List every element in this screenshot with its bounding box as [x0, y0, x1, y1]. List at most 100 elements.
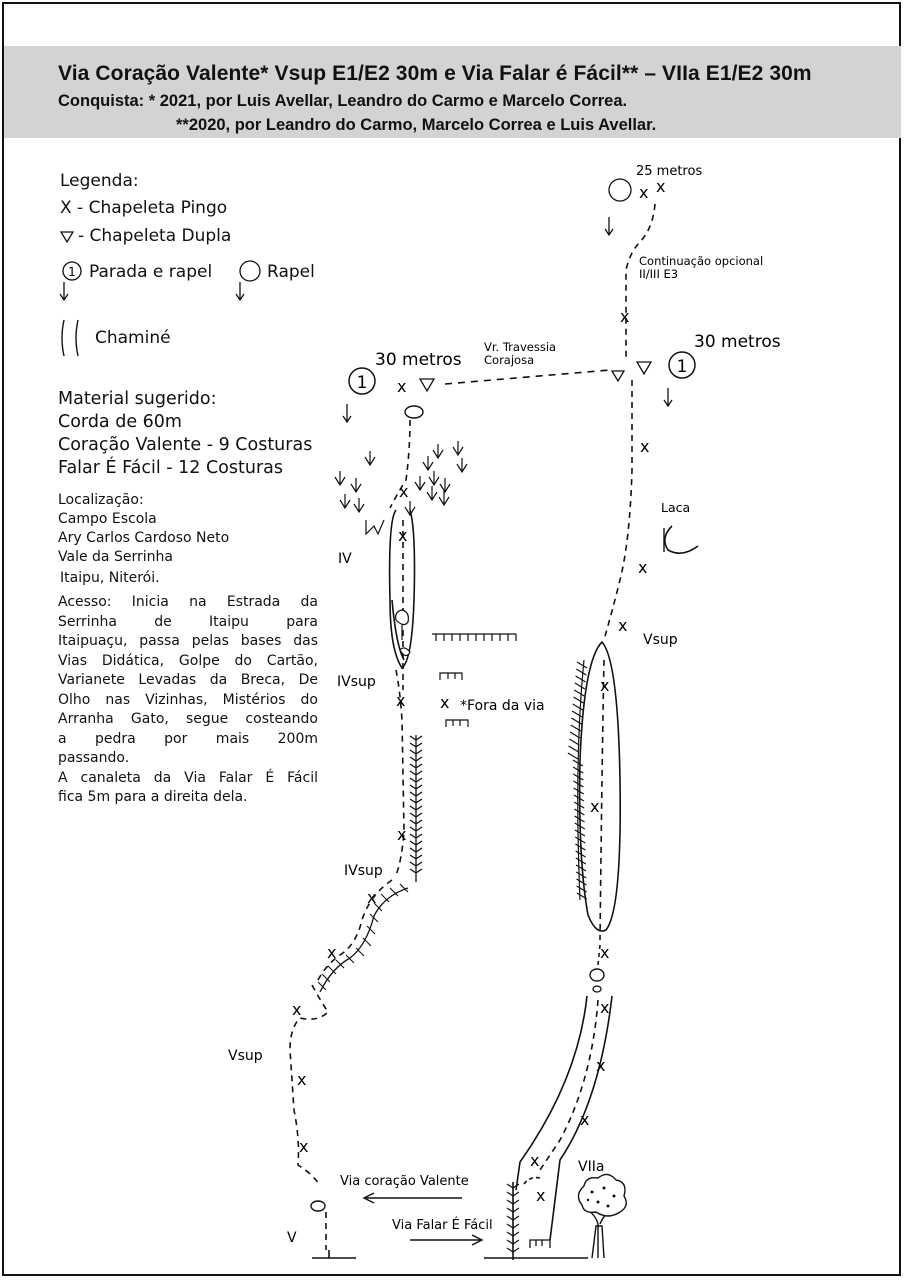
crack-tick: [506, 1231, 520, 1237]
crack-tick: [327, 965, 337, 975]
crack-tick: [574, 682, 586, 690]
grass-tuft: [339, 494, 351, 510]
label-25-metros: 25 metros: [636, 164, 702, 179]
label-grade-viia: VIIa: [578, 1159, 604, 1175]
bolt-mark: x: [590, 797, 599, 816]
label-grade-vsup-left: Vsup: [228, 1048, 263, 1064]
bolt-mark: x: [600, 943, 609, 962]
crack-tick: [573, 780, 584, 788]
dupla-icon: [635, 361, 653, 376]
acesso-paragraph: Acesso: Inicia na Estrada da Serrinha de…: [58, 593, 318, 808]
legend-rapel: Rapel: [267, 262, 315, 282]
big-flake-outline: [578, 640, 622, 932]
bolt-mark: x: [299, 1137, 308, 1156]
crack-tick: [570, 724, 582, 732]
grass-tuft: [414, 476, 426, 492]
bolt-mark: x: [656, 177, 665, 196]
crack-tick: [409, 833, 423, 839]
label-via-falar-facil: Via Falar É Fácil: [392, 1217, 493, 1233]
material-title: Material sugerido:: [58, 389, 217, 409]
legend-parada: Parada e rapel: [89, 262, 213, 282]
crack-tick: [574, 808, 585, 816]
bolt-mark: x: [580, 1110, 589, 1129]
acesso-line: Arranha Gato, segue costeando: [58, 711, 318, 727]
label-laca: Laca: [661, 500, 690, 515]
crack-tick: [506, 1223, 520, 1229]
acesso-line: A canaleta da Via Falar É Fácil: [58, 769, 318, 786]
localizacao-line: Vale da Serrinha: [58, 549, 173, 565]
crack-tick: [409, 742, 423, 748]
acesso-line: Olho nas Vizinhas, Mistérios do: [58, 691, 318, 708]
acesso-line: passando.: [58, 750, 130, 766]
crack-tick: [574, 822, 586, 830]
bolt-mark: x: [640, 437, 649, 456]
crack-tick: [409, 812, 423, 818]
grass-tuft: [432, 444, 444, 460]
header-band: [4, 46, 901, 138]
bolt-mark: x: [297, 1070, 306, 1089]
bolt-mark: x: [327, 943, 336, 962]
label-grade-ivsup-1: IVsup: [337, 674, 376, 690]
crack-line: [409, 735, 423, 882]
crack-tick: [369, 913, 379, 923]
crack-tick: [409, 791, 423, 797]
falar-route-flake: [599, 659, 605, 941]
crack-tick: [409, 798, 423, 804]
dupla-icon: [418, 378, 436, 393]
material-coracao: Coração Valente - 9 Costuras: [58, 435, 313, 455]
label-continuacao-2: II/III E3: [639, 267, 678, 281]
bolt-mark: x: [618, 616, 627, 635]
label-grade-ivsup-2: IVsup: [344, 863, 383, 879]
legend-dupla: - Chapeleta Dupla: [78, 226, 232, 246]
crack-tick: [576, 885, 587, 893]
grass-tuft: [439, 478, 451, 494]
crack-tick: [575, 857, 587, 865]
grass-tuft: [365, 519, 385, 536]
grass-tuft: [438, 491, 450, 507]
crack-tick: [389, 887, 399, 897]
bolt-mark: x: [399, 482, 408, 501]
crack-tick: [506, 1239, 520, 1245]
crack-tick: [571, 717, 582, 725]
crack-tick: [409, 735, 423, 741]
bolt-mark: x: [600, 998, 609, 1017]
crack-tick: [568, 738, 580, 746]
crack-tick: [362, 937, 372, 947]
crack-tick: [409, 749, 423, 755]
small-tree-icon: [395, 609, 411, 657]
crack-tick: [573, 696, 584, 704]
crack-tick: [380, 893, 390, 903]
crack-tick: [575, 843, 586, 851]
crack-tick: [506, 1215, 520, 1221]
crack-tick: [409, 854, 423, 860]
rapel-25m-symbol: [604, 178, 632, 236]
crack-tick: [569, 731, 581, 739]
crack-tick: [506, 1247, 520, 1253]
crack-tick: [317, 981, 327, 991]
crack-tick: [573, 689, 585, 697]
bolt-mark: x: [596, 1056, 605, 1075]
label-fora-da-via: *Fora da via: [460, 698, 545, 714]
crack-tick: [576, 878, 587, 886]
crack-tick: [506, 1207, 520, 1213]
crack-tick: [409, 763, 423, 769]
crack-tick: [576, 892, 588, 900]
anchor-1-right: 1: [663, 351, 696, 407]
crack-tick: [575, 850, 586, 858]
crack-tick: [573, 773, 584, 781]
crack-tick: [506, 1199, 520, 1205]
acesso-line: Acesso: Inicia na Estrada da: [58, 594, 318, 610]
grass-tuft: [456, 458, 468, 474]
crack-tick: [572, 766, 584, 774]
legend-parada-number: 1: [68, 265, 76, 279]
tree-foliage-dots: [586, 1186, 616, 1208]
crack-tick: [572, 703, 584, 711]
legend-parada-icon: 1: [59, 261, 82, 301]
arrow-coracao-valente: [362, 1192, 462, 1204]
crack-tick: [399, 883, 409, 893]
bolt-mark: x: [530, 1151, 539, 1170]
continuacao-dashed-line: [625, 203, 656, 360]
label-grade-vsup-right: Vsup: [643, 632, 678, 648]
